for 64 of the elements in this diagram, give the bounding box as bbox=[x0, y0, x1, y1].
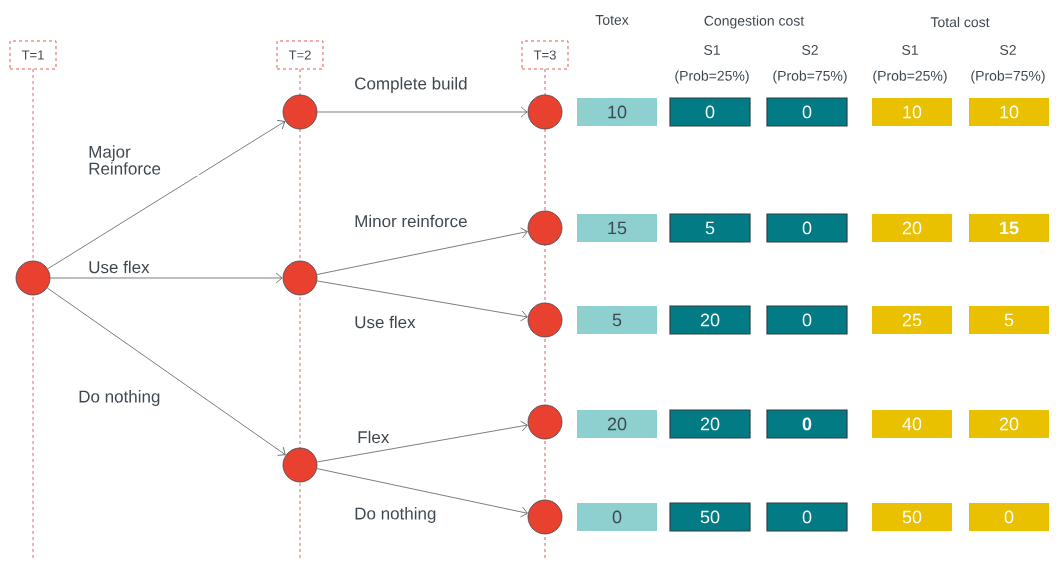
congestion-cost-box: 0 bbox=[766, 502, 848, 532]
totex-box: 20 bbox=[577, 410, 657, 438]
total-cost-box: 50 bbox=[872, 503, 952, 531]
totex-box: 0 bbox=[577, 503, 657, 531]
totex-box: 10 bbox=[577, 98, 657, 126]
total-cost-box: 20 bbox=[969, 410, 1049, 438]
congestion-cost-box: 0 bbox=[766, 409, 848, 439]
column-header: Total cost bbox=[930, 16, 990, 28]
congestion-cost-box: 20 bbox=[669, 305, 751, 335]
congestion-cost-box: 0 bbox=[766, 97, 848, 127]
column-header: Totex bbox=[595, 15, 629, 25]
totex-box: 5 bbox=[577, 306, 657, 334]
decision-circle bbox=[282, 447, 318, 483]
scenario-label: S1 bbox=[902, 45, 918, 55]
total-cost-box: 20 bbox=[872, 214, 952, 242]
edge-label: Major Reinforce bbox=[87, 144, 200, 176]
congestion-cost-box: 20 bbox=[669, 409, 751, 439]
congestion-cost-box: 50 bbox=[669, 502, 751, 532]
edge-label: Do nothing bbox=[77, 389, 162, 407]
congestion-cost-box: 0 bbox=[766, 305, 848, 335]
arrow bbox=[316, 280, 528, 322]
arrow bbox=[316, 420, 528, 463]
congestion-cost-box: 5 bbox=[669, 213, 751, 243]
total-cost-box: 0 bbox=[969, 503, 1049, 531]
decision-circle bbox=[527, 94, 563, 130]
decision-circle bbox=[527, 404, 563, 440]
decision-circle bbox=[282, 94, 318, 130]
decision-circle bbox=[527, 499, 563, 535]
decision-circle bbox=[527, 302, 563, 338]
total-cost-box: 25 bbox=[872, 306, 952, 334]
congestion-cost-box: 0 bbox=[766, 213, 848, 243]
total-cost-box: 5 bbox=[969, 306, 1049, 334]
probability-label: (Prob=25%) bbox=[675, 70, 749, 84]
column-header: Congestion cost bbox=[704, 15, 805, 29]
arrow bbox=[47, 120, 286, 270]
probability-label: (Prob=25%) bbox=[873, 70, 947, 84]
total-cost-box: 40 bbox=[872, 410, 952, 438]
time-box: T=2 bbox=[276, 40, 324, 70]
arrow bbox=[316, 227, 528, 275]
scenario-label: S1 bbox=[704, 45, 720, 55]
decision-circle bbox=[527, 210, 563, 246]
scenario-label: S2 bbox=[802, 45, 818, 55]
scenario-label: S2 bbox=[1000, 45, 1016, 55]
time-box: T=3 bbox=[521, 40, 569, 70]
edge-label: Complete build bbox=[353, 76, 469, 94]
decision-circle bbox=[15, 260, 51, 296]
arrow bbox=[316, 468, 528, 518]
arrow bbox=[317, 106, 528, 118]
arrow bbox=[46, 287, 286, 456]
decision-circle bbox=[282, 260, 318, 296]
probability-label: (Prob=75%) bbox=[971, 70, 1045, 84]
congestion-cost-box: 0 bbox=[669, 97, 751, 127]
probability-label: (Prob=75%) bbox=[773, 70, 847, 84]
edge-label: Do nothing bbox=[353, 506, 438, 524]
edge-label: Flex bbox=[356, 429, 391, 445]
edge-label: Use flex bbox=[87, 259, 151, 275]
edge-label: Minor reinforce bbox=[353, 213, 469, 229]
edge-label: Use flex bbox=[353, 314, 417, 330]
totex-box: 15 bbox=[577, 214, 657, 242]
arrow bbox=[50, 272, 283, 284]
total-cost-box: 10 bbox=[872, 98, 952, 126]
total-cost-box: 10 bbox=[969, 98, 1049, 126]
time-box: T=1 bbox=[9, 40, 57, 70]
total-cost-box: 15 bbox=[969, 214, 1049, 242]
